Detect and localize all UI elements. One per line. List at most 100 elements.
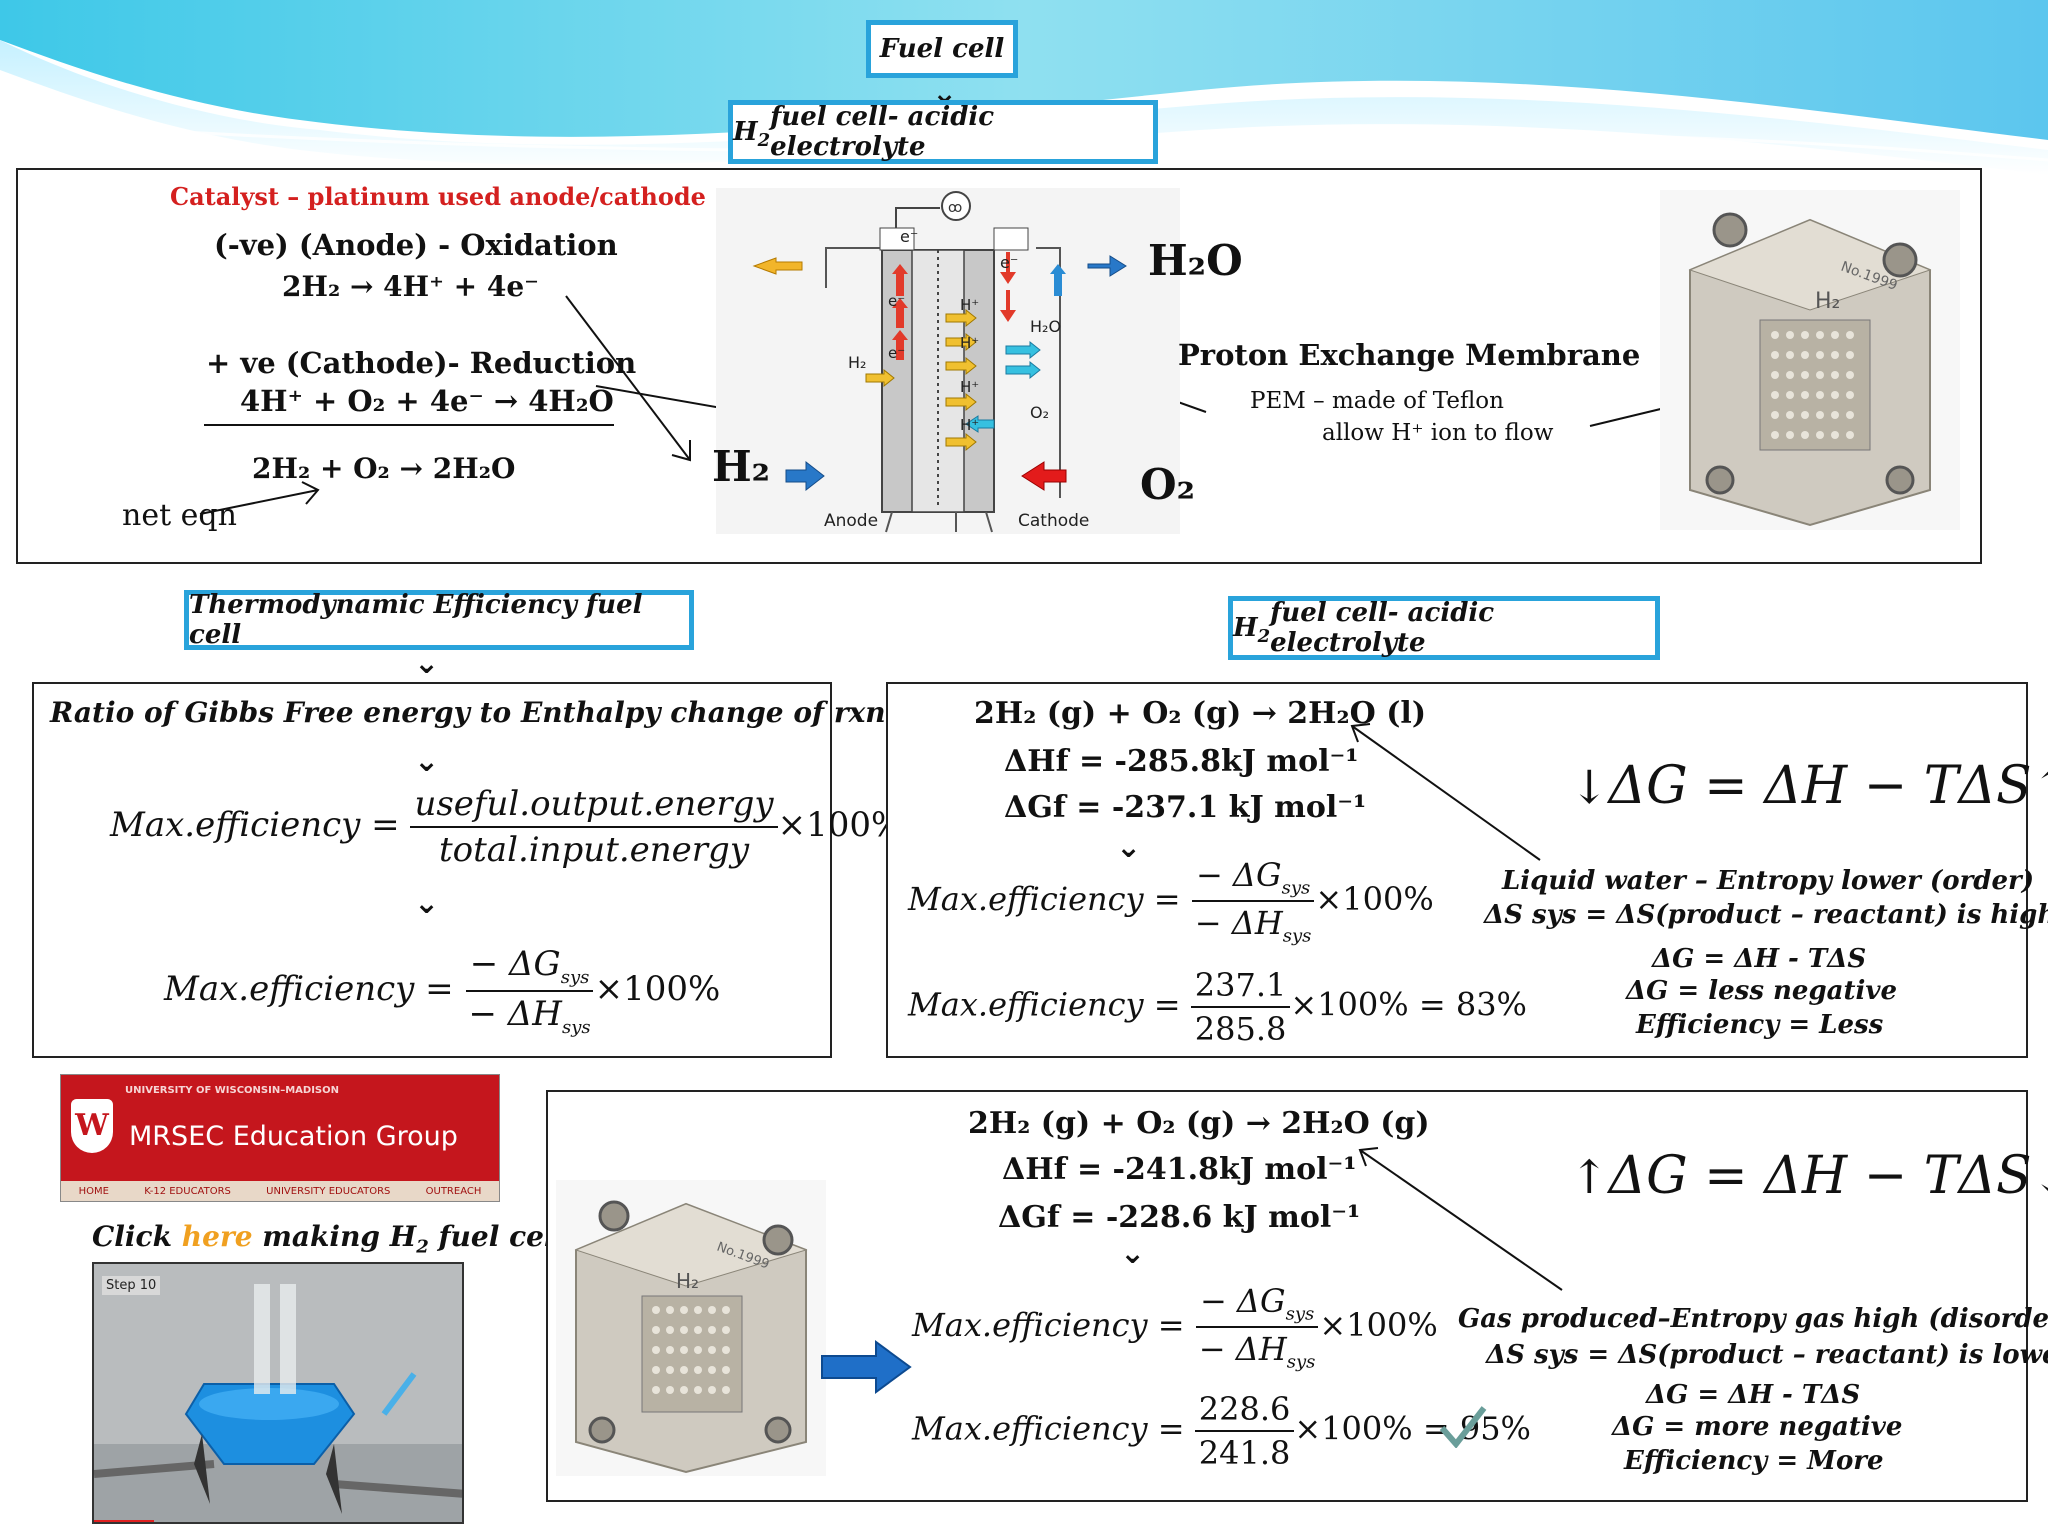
fuel-cell-photo-bottom: No.1999 H₂ xyxy=(556,1180,826,1476)
h2-mid-h: H xyxy=(1233,613,1258,643)
gas-gibbs-text: ΔG = ΔH − TΔS xyxy=(1608,1146,2032,1206)
gas-result-formula: Max.efficiency = 228.6 241.8 ×100% = 95% xyxy=(912,1390,1531,1472)
net-eqn-label: net eqn xyxy=(122,498,237,533)
mrsec-nav-k12[interactable]: K-12 EDUCATORS xyxy=(144,1185,231,1197)
video-frame-illustration xyxy=(94,1284,462,1522)
making-sub: 2 xyxy=(416,1236,429,1258)
liquid-value-fraction: 237.1 285.8 xyxy=(1190,966,1291,1048)
video-thumbnail[interactable]: Step 10 xyxy=(92,1262,464,1524)
anode-equation: 2H₂ → 4H⁺ + 4e⁻ xyxy=(282,270,539,303)
gas-result: ×100% = 95% xyxy=(1294,1409,1531,1448)
arrow-down-icon: ⌄ xyxy=(1120,1236,1146,1271)
neg-dg: − ΔG xyxy=(469,944,561,984)
cathode-divider xyxy=(204,424,614,426)
liquid-dgf: ΔGf = -237.1 kJ mol⁻¹ xyxy=(1004,790,1367,825)
gas-note-5: Efficiency = More xyxy=(1624,1446,1884,1476)
diagram-hplus-4: H⁺ xyxy=(960,416,979,434)
useful-energy: useful.output.energy xyxy=(410,784,778,828)
diagram-o2-label: O₂ xyxy=(1030,403,1049,422)
making-text: making H xyxy=(252,1220,417,1253)
gas-dgf: ΔGf = -228.6 kJ mol⁻¹ xyxy=(998,1200,1361,1235)
cathode-title: + ve (Cathode)- Reduction xyxy=(206,346,637,380)
thermo-efficiency-box xyxy=(32,682,832,1058)
liquid-gibbs-text: ΔG = ΔH − TΔS xyxy=(1608,756,2032,816)
mrsec-nav-outreach[interactable]: OUTREACH xyxy=(425,1185,482,1197)
blue-arrow-right-icon xyxy=(821,1340,912,1394)
gas-sys-sub: sys xyxy=(1286,1351,1316,1373)
liquid-note-1: Liquid water – Entropy lower (order) xyxy=(1502,866,2034,896)
gas-note-3: ΔG = ΔH - TΔS xyxy=(1646,1380,1861,1410)
neg-dh: − ΔH xyxy=(468,993,562,1034)
ratio-text: Ratio of Gibbs Free energy to Enthalpy c… xyxy=(50,696,886,729)
gas-den: 241.8 xyxy=(1198,1434,1291,1472)
diagram-h2o-label: H₂O xyxy=(1030,317,1061,336)
h2-title-sub: 2 xyxy=(757,129,771,151)
mrsec-nav-home[interactable]: HOME xyxy=(78,1185,109,1197)
arrow-down-icon: ⌄ xyxy=(414,744,440,779)
sys-sub: sys xyxy=(561,1016,591,1038)
gas-result-label: Max.efficiency = xyxy=(912,1409,1185,1448)
diagram-hplus-3: H⁺ xyxy=(960,378,979,396)
gas-note-2: ΔS sys = ΔS(product – reactant) is lower xyxy=(1486,1340,2048,1370)
mrsec-university: UNIVERSITY OF WISCONSIN–MADISON xyxy=(125,1085,339,1096)
gibbs-enthalpy-fraction: − ΔGsys − ΔHsys xyxy=(464,944,594,1038)
uw-crest-icon: W xyxy=(71,1099,113,1153)
gas-neg-dg: − ΔG xyxy=(1199,1282,1286,1320)
liquid-neg-dg: − ΔG xyxy=(1195,856,1282,894)
gas-max-eff-label: Max.efficiency = xyxy=(912,1305,1185,1344)
liquid-gibbs-fraction: − ΔGsys − ΔHsys xyxy=(1191,856,1316,947)
h2-big-label: H₂ xyxy=(712,442,771,491)
diagram-anode-label: Anode xyxy=(824,511,878,531)
max-eff-formula-1: Max.efficiency = useful.output.energy to… xyxy=(110,784,903,870)
diagram-hplus-1: H⁺ xyxy=(960,296,979,314)
pem-title: Proton Exchange Membrane xyxy=(1178,338,1641,372)
diagram-cathode-label: Cathode xyxy=(1018,511,1089,531)
diagram-e-label-2: e⁻ xyxy=(1000,253,1018,272)
liquid-gibbs-equation: ↓ΔG = ΔH − TΔS↑ xyxy=(1570,756,2048,816)
liquid-sys-sub: sys xyxy=(1281,877,1311,899)
arrow-down-icon: ⌄ xyxy=(414,646,440,681)
fuel-cell-photo-top: No.1999 H₂ xyxy=(1660,190,1960,530)
mrsec-nav: HOME K-12 EDUCATORS UNIVERSITY EDUCATORS… xyxy=(61,1181,499,1201)
thermo-title-text: Thermodynamic Efficiency fuel cell xyxy=(189,590,643,650)
here-link[interactable]: here xyxy=(181,1220,253,1253)
gas-gibbs-equation: ↑ΔG = ΔH − TΔS↓ xyxy=(1570,1146,2048,1206)
diagram-hplus-2: H⁺ xyxy=(960,334,979,352)
gas-num: 228.6 xyxy=(1194,1390,1295,1432)
max-eff-label-2: Max.efficiency = xyxy=(164,968,454,1009)
diagram-e-label-3: e⁻ xyxy=(888,292,905,310)
gas-note-4: ΔG = more negative xyxy=(1612,1412,1903,1442)
liquid-neg-dh: − ΔH xyxy=(1194,904,1283,943)
fuel-cell-title: Fuel cell xyxy=(866,20,1018,78)
fuel-cell-diagram: ꝏ e⁻ e⁻ e⁻ e⁻ H⁺ H⁺ H⁺ H⁺ H₂ O₂ H₂O Anod… xyxy=(716,188,1180,534)
max-eff-label-1: Max.efficiency = xyxy=(110,805,400,845)
diagram-e-label-1: e⁻ xyxy=(900,227,918,246)
liquid-dhf: ΔHf = -285.8kJ mol⁻¹ xyxy=(1004,744,1359,779)
liquid-sys-sub: sys xyxy=(1282,925,1312,947)
mrsec-nav-university[interactable]: UNIVERSITY EDUCATORS xyxy=(266,1185,391,1197)
liquid-times-100: ×100% xyxy=(1315,879,1434,918)
gas-gibbs-fraction: − ΔGsys − ΔHsys xyxy=(1195,1282,1320,1373)
useful-total-fraction: useful.output.energy total.input.energy xyxy=(410,784,778,870)
click-here-line: Click here making H2 fuel cell xyxy=(92,1220,565,1258)
o2-big-label: O₂ xyxy=(1140,460,1195,509)
click-text: Click xyxy=(92,1220,182,1253)
fuel-cell-title-text: Fuel cell xyxy=(879,34,1005,64)
mrsec-banner[interactable]: UNIVERSITY OF WISCONSIN–MADISON W MRSEC … xyxy=(60,1074,500,1202)
pem-line-2: allow H⁺ ion to flow xyxy=(1322,420,1554,446)
catalyst-text: Catalyst – platinum used anode/cathode xyxy=(170,182,706,211)
video-step-label: Step 10 xyxy=(102,1276,161,1295)
liquid-result: ×100% = 83% xyxy=(1290,985,1527,1024)
liquid-den: 285.8 xyxy=(1194,1010,1287,1048)
diagram-e-label-4: e⁻ xyxy=(888,344,905,362)
liquid-note-2: ΔS sys = ΔS(product – reactant) is highe… xyxy=(1484,900,2048,930)
liquid-note-4: ΔG = less negative xyxy=(1626,976,1898,1006)
h2o-big-label: H₂O xyxy=(1148,236,1243,285)
cell-h2-label-bottom: H₂ xyxy=(676,1269,699,1293)
pem-line-1: PEM – made of Teflon xyxy=(1250,388,1504,414)
h2-mid-sub: 2 xyxy=(1257,625,1271,647)
h2-mid-rest: fuel cell- acidic electrolyte xyxy=(1270,598,1495,658)
total-energy: total.input.energy xyxy=(439,830,750,870)
